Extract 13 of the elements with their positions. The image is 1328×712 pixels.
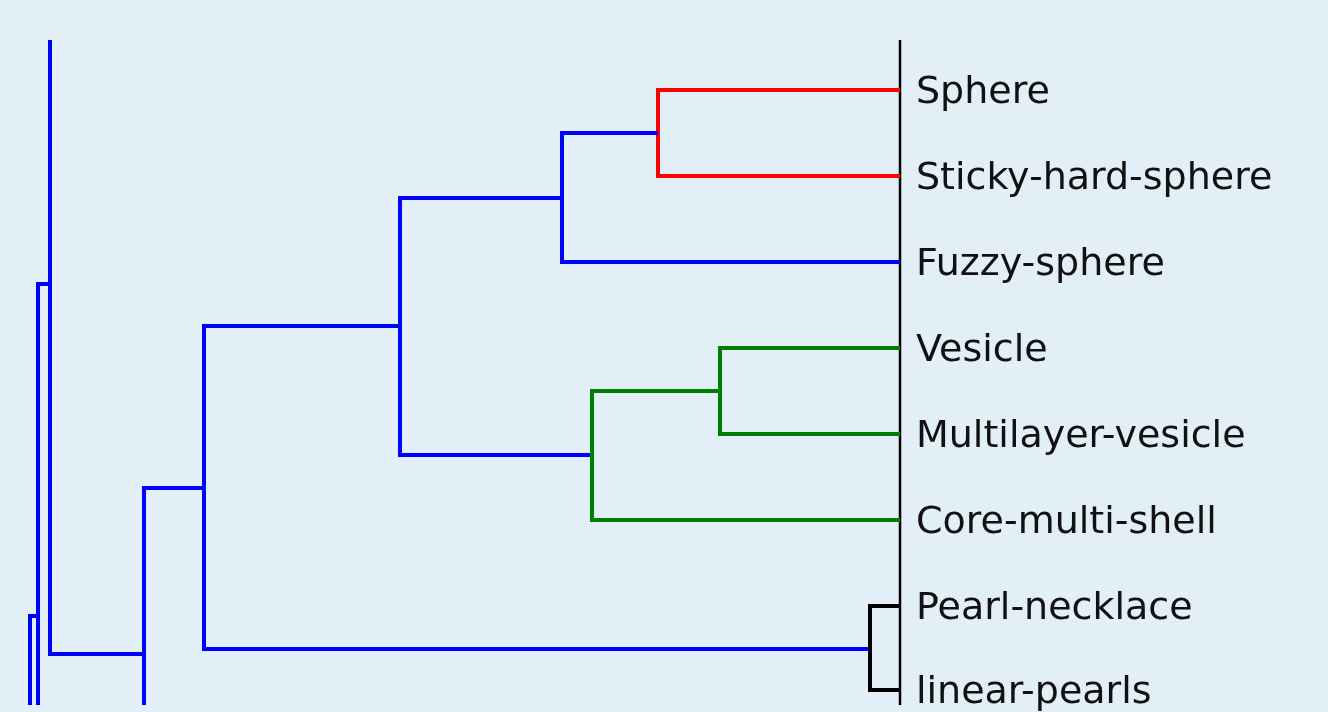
leaf-label: linear-pearls <box>900 662 1152 712</box>
dendrogram-branch <box>656 88 900 178</box>
dendrogram-branch <box>560 131 900 264</box>
leaf-label: Pearl-necklace <box>900 578 1193 634</box>
leaf-label: Sphere <box>900 62 1050 118</box>
leaf-label: Sticky-hard-sphere <box>900 148 1273 204</box>
leaf-label: Multilayer-vesicle <box>900 406 1246 462</box>
leaf-label: Core-multi-shell <box>900 492 1217 548</box>
dendrogram-branch <box>590 389 900 522</box>
leaf-label: Fuzzy-sphere <box>900 234 1165 290</box>
leaf-label: Vesicle <box>900 320 1048 376</box>
dendrogram-branch <box>868 604 900 692</box>
dendrogram-branch <box>718 346 900 436</box>
